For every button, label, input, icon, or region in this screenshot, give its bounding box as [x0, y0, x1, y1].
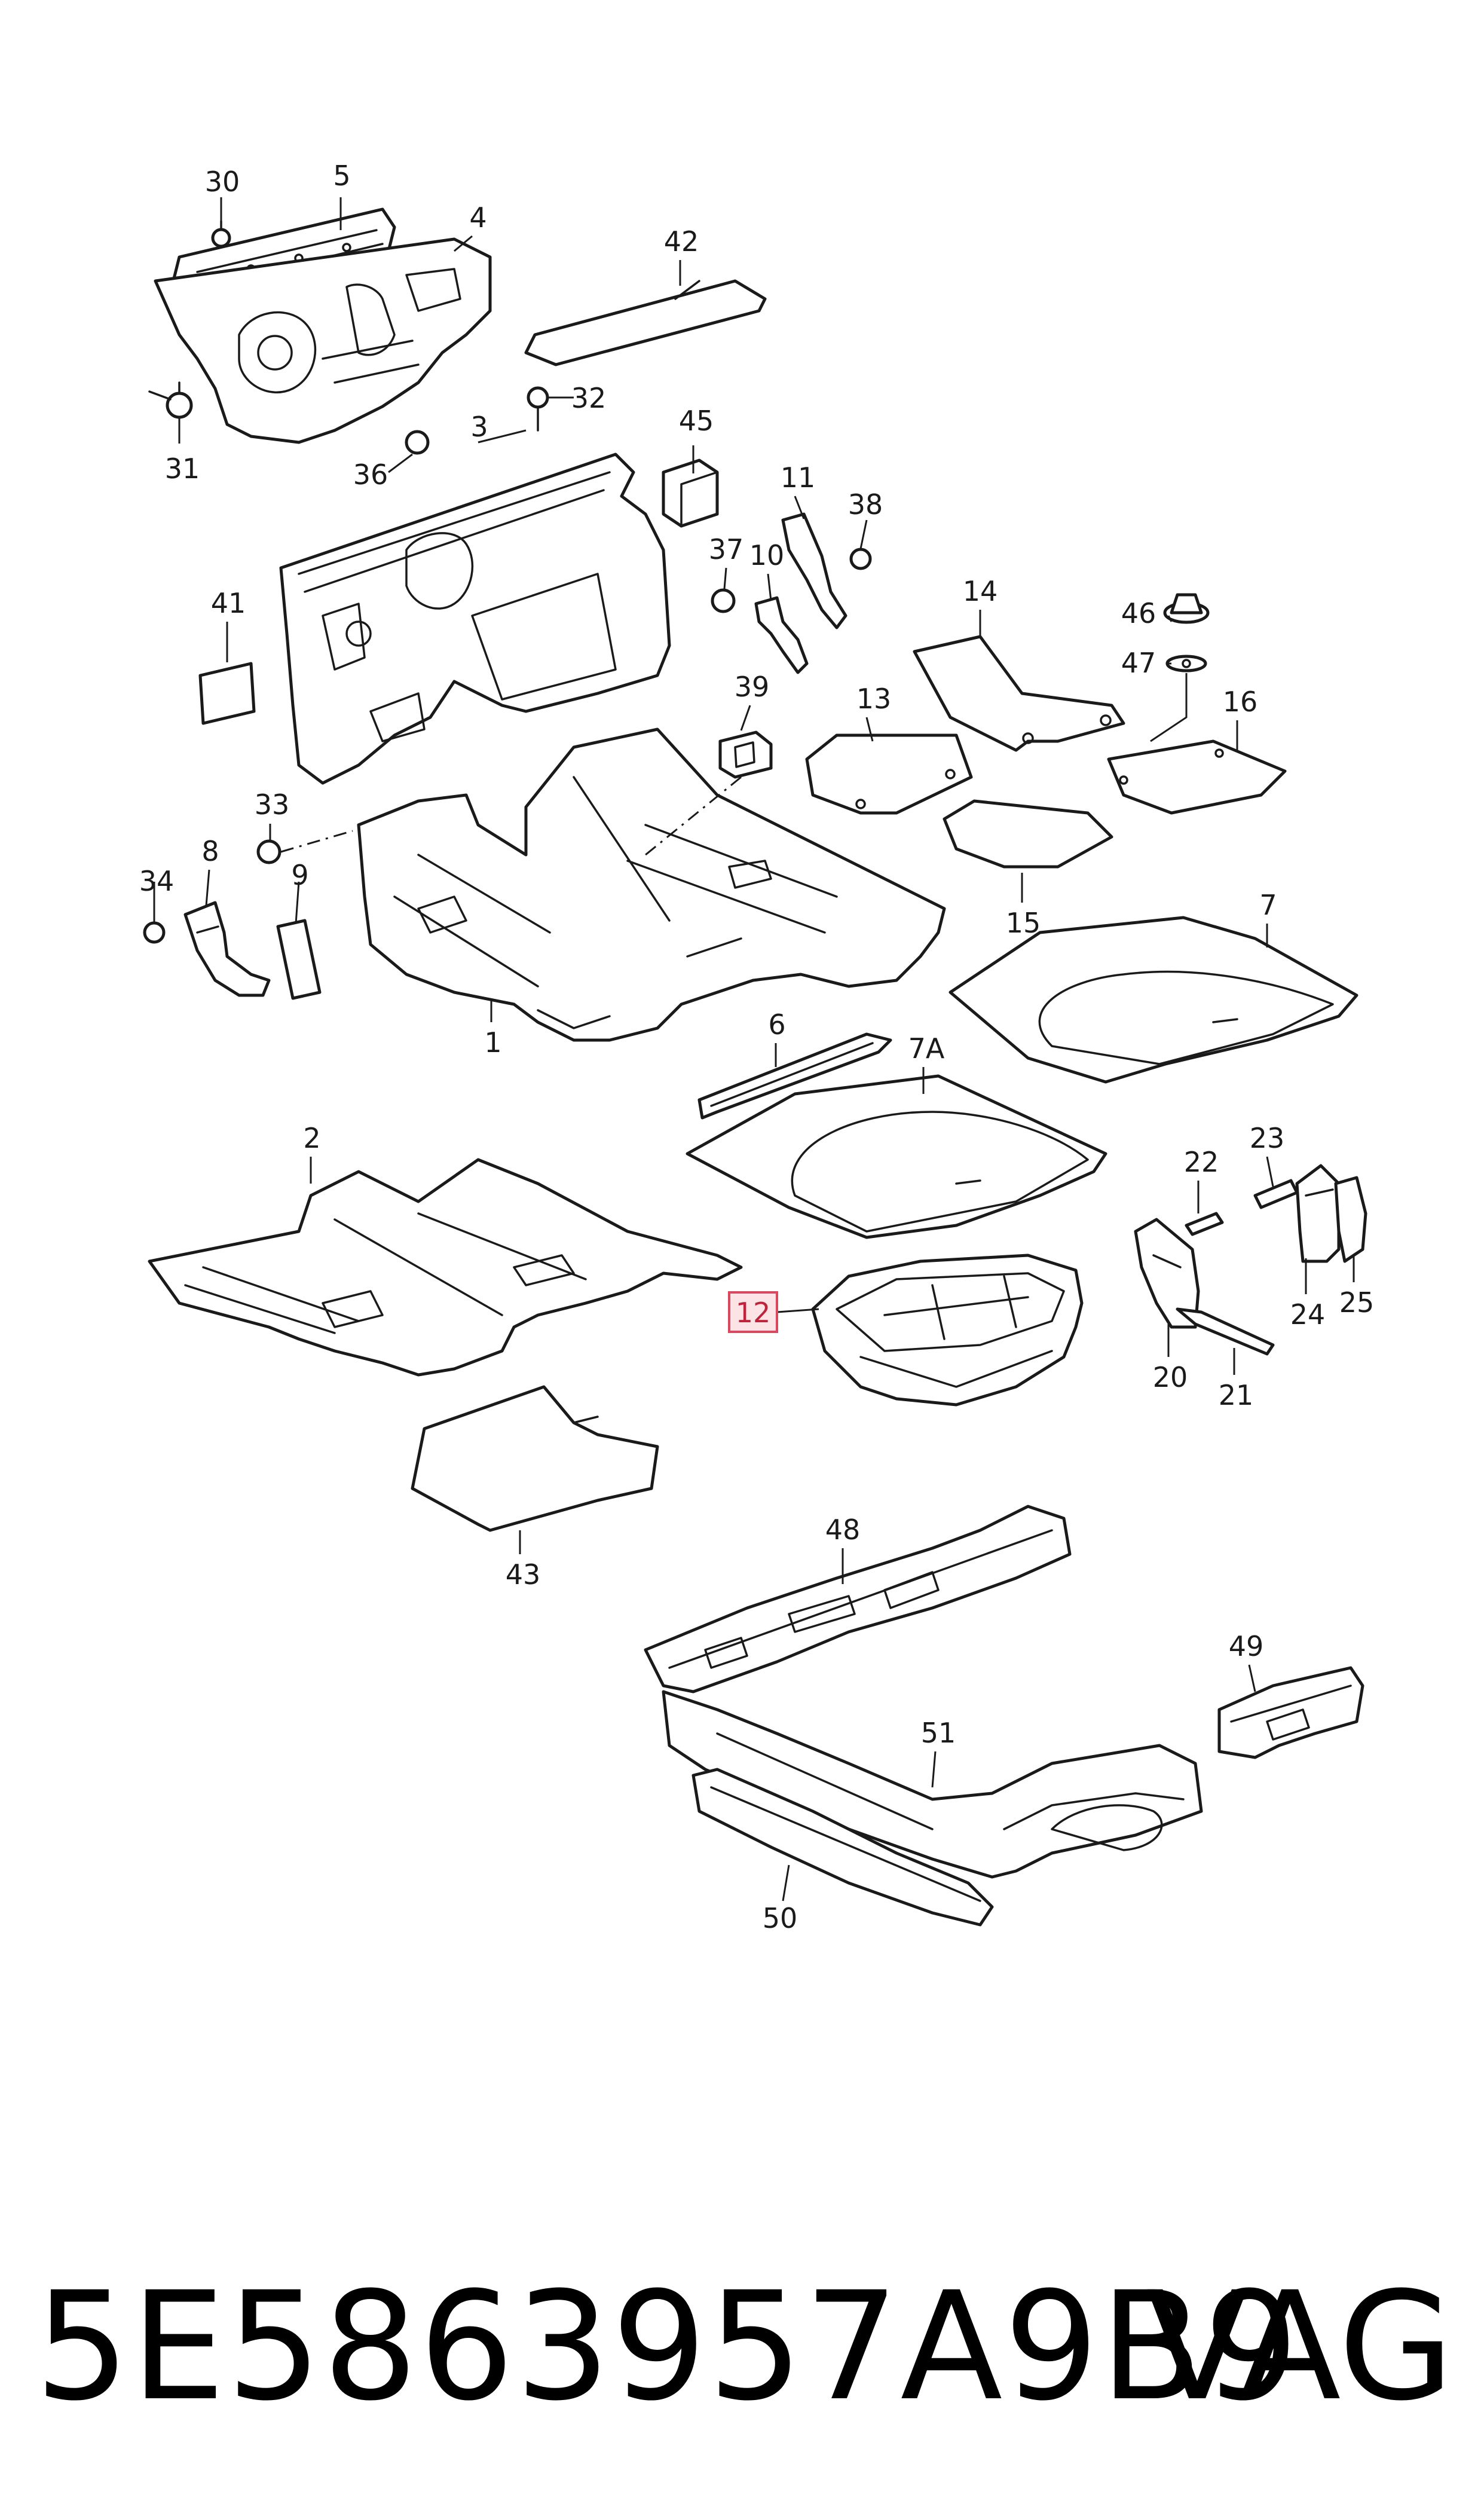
callout-2: 2 — [303, 1122, 320, 1154]
part-3-bulkhead-panel — [279, 453, 671, 785]
callout-13: 13 — [856, 683, 892, 715]
callout-6: 6 — [768, 1008, 785, 1041]
part-2-rear-carpet — [148, 1158, 743, 1377]
callout-16: 16 — [1223, 686, 1258, 718]
part-16-floor-mat — [1107, 739, 1287, 815]
part-45-foam-block — [662, 458, 719, 528]
callout-11: 11 — [781, 461, 816, 494]
part-50-bar — [691, 1768, 994, 1927]
callout-30: 30 — [205, 166, 240, 198]
part-39-clip — [718, 730, 773, 779]
callout-3: 3 — [470, 411, 488, 443]
callout-12: 12 — [736, 1297, 771, 1329]
brand-label: VAG — [1146, 2260, 1454, 2434]
fastener-46 — [1163, 593, 1210, 624]
callout-20: 20 — [1153, 1361, 1188, 1393]
callout-37: 37 — [709, 533, 744, 565]
part-13-floor-mat — [805, 733, 973, 815]
callout-25: 25 — [1339, 1286, 1375, 1319]
part-number: 5E5863957A9B9 — [35, 2260, 1301, 2434]
callout-1: 1 — [484, 1026, 501, 1059]
part-7a-trunk-mat — [686, 1074, 1107, 1239]
part-8-side-trim — [183, 901, 271, 997]
parts-diagram: 30 5 4 42 31 36 32 3 45 11 38 37 10 14 4… — [139, 160, 1375, 1934]
callout-7a: 7A — [908, 1032, 945, 1065]
part-1-main-carpet — [357, 727, 946, 1042]
part-7-trunk-mat — [948, 916, 1358, 1084]
part-48-cross-member — [644, 1505, 1072, 1693]
callout-5: 5 — [333, 160, 350, 192]
fastener-30 — [211, 220, 231, 248]
callout-49: 49 — [1229, 1630, 1264, 1662]
part-41-small-pad — [198, 662, 256, 725]
callout-10: 10 — [749, 539, 785, 571]
callout-labels: 30 5 4 42 31 36 32 3 45 11 38 37 10 14 4… — [139, 160, 1375, 1934]
callout-33: 33 — [255, 788, 290, 821]
part-21-strip — [1176, 1307, 1275, 1356]
part-11-bracket — [781, 512, 847, 629]
fastener-36 — [405, 430, 430, 455]
fastener-37 — [711, 588, 736, 613]
leader-lines — [153, 197, 1355, 1902]
callout-7: 7 — [1259, 889, 1277, 921]
fastener-34 — [143, 921, 166, 944]
callout-34: 34 — [139, 865, 175, 897]
part-15-floor-mat — [943, 799, 1113, 869]
callout-23: 23 — [1250, 1122, 1285, 1154]
part-6-sill-strip — [697, 1032, 892, 1120]
callout-8: 8 — [201, 835, 219, 867]
callout-4: 4 — [469, 201, 486, 234]
fastener-47 — [1165, 655, 1207, 672]
part-20-trim-panel — [1134, 1218, 1200, 1329]
part-23-block — [1253, 1179, 1299, 1209]
fastener-38 — [849, 548, 872, 570]
callout-12-highlight[interactable]: 12 — [728, 1291, 778, 1333]
part-9-side-trim — [276, 919, 322, 1000]
callout-15: 15 — [1006, 907, 1041, 939]
part-12-trunk-tray — [811, 1254, 1084, 1407]
part-42-flat-pad — [524, 279, 767, 366]
callout-45: 45 — [679, 405, 714, 437]
callout-46: 46 — [1121, 597, 1156, 629]
callout-9: 9 — [291, 859, 308, 891]
callout-43: 43 — [506, 1558, 541, 1591]
part-43-flat-pad — [411, 1385, 659, 1532]
fastener-33 — [256, 839, 281, 864]
callout-14: 14 — [963, 575, 998, 607]
part-14-floor-mat — [913, 635, 1125, 752]
callout-38: 38 — [848, 488, 883, 521]
callout-24: 24 — [1290, 1298, 1326, 1331]
part-4-bulkhead-insulation — [154, 237, 492, 444]
callout-50: 50 — [763, 1902, 798, 1934]
part-10-bracket — [754, 596, 809, 674]
callout-22: 22 — [1184, 1146, 1219, 1178]
callout-36: 36 — [353, 458, 388, 491]
callout-41: 41 — [211, 587, 246, 619]
fastener-32 — [527, 386, 549, 432]
highlight-box — [728, 1291, 778, 1333]
part-24-panel — [1295, 1164, 1341, 1263]
callout-39: 39 — [735, 671, 770, 703]
callout-32: 32 — [571, 382, 607, 414]
part-22-strip — [1185, 1212, 1224, 1236]
part-25-panel — [1334, 1176, 1367, 1263]
callout-47: 47 — [1121, 647, 1156, 679]
callout-31: 31 — [165, 453, 200, 485]
callout-42: 42 — [664, 225, 699, 258]
callout-21: 21 — [1219, 1379, 1254, 1411]
fastener-31 — [148, 381, 193, 419]
callout-48: 48 — [825, 1514, 861, 1546]
callout-51: 51 — [921, 1717, 956, 1749]
part-49-rear-member — [1217, 1666, 1364, 1759]
